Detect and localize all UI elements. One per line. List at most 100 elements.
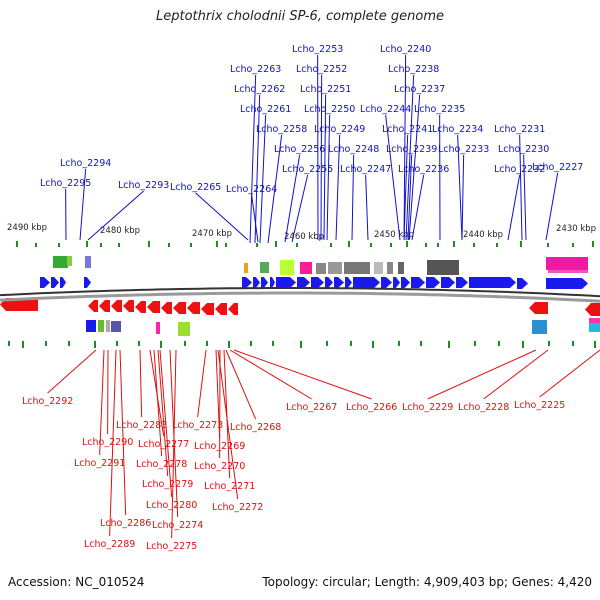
feature-box [387, 262, 393, 274]
scale-tick [168, 243, 170, 247]
scale-tick [45, 341, 47, 346]
reverse-gene-label: Lcho_2289 [84, 539, 135, 550]
forward-leader-line [457, 134, 463, 241]
scale-ticks-bottom [8, 341, 596, 348]
reverse-leader-line [483, 349, 549, 400]
forward-gene-arrow [426, 277, 440, 288]
feature-box [374, 262, 383, 274]
reverse-gene-label: Lcho_2286 [100, 518, 151, 529]
forward-gene-arrow [353, 277, 380, 288]
forward-gene-label: Lcho_2250 [304, 104, 355, 115]
reverse-leader-line [539, 349, 600, 398]
forward-gene-arrow [242, 277, 252, 288]
genome-title: Leptothrix cholodnii SP-6, complete geno… [156, 9, 444, 24]
forward-gene-arrow [334, 277, 344, 288]
forward-leader-line [403, 134, 409, 241]
forward-leader-line [323, 94, 327, 241]
reverse-gene-arrow [187, 302, 200, 314]
forward-gene-arrow [60, 277, 66, 288]
forward-gene-arrow [456, 277, 468, 288]
reverse-gene-label: Lcho_2292 [22, 396, 73, 407]
scale-tick [370, 243, 372, 247]
scale-tick [272, 341, 274, 346]
forward-leader-line [408, 94, 421, 241]
forward-gene-label: Lcho_2248 [328, 144, 379, 155]
forward-gene-arrow [469, 277, 516, 288]
reverse-gene-label: Lcho_2225 [514, 400, 565, 411]
scale-tick [594, 341, 596, 348]
reverse-leader-line [159, 349, 173, 498]
feature-box [98, 320, 104, 332]
reverse-gene-label: Lcho_2269 [194, 441, 245, 452]
scale-tick [206, 341, 208, 346]
forward-leader-line [195, 192, 249, 241]
forward-gene-arrow [261, 277, 268, 288]
feature-box [53, 256, 68, 268]
scale-tick [100, 243, 102, 247]
scale-tick [350, 341, 352, 346]
reverse-gene-label: Lcho_2271 [204, 481, 255, 492]
forward-gene-label: Lcho_2240 [380, 44, 431, 55]
scale-tick [592, 241, 594, 247]
forward-gene-label: Lcho_2247 [340, 164, 391, 175]
backbone-line-inner [0, 291, 600, 303]
scale-label: 2490 kbp [7, 223, 47, 233]
reverse-leader-line [139, 349, 143, 418]
feature-box [300, 262, 312, 274]
feature-box [280, 260, 294, 275]
reverse-gene-arrow [135, 301, 146, 313]
scale-tick [548, 341, 550, 346]
gene-arrows [0, 277, 600, 316]
scale-tick [398, 341, 400, 346]
scale-tick [498, 341, 500, 346]
reverse-leader-lines [47, 349, 600, 539]
reverse-gene-arrow [0, 298, 38, 311]
forward-gene-arrow [297, 277, 310, 288]
reverse-leader-line [47, 349, 97, 394]
reverse-gene-label: Lcho_2266 [346, 402, 397, 413]
scale-tick [256, 243, 258, 247]
feature-box [427, 260, 459, 275]
forward-gene-label: Lcho_2227 [532, 162, 583, 173]
reverse-gene-label: Lcho_2290 [82, 437, 133, 448]
scale-tick [94, 341, 96, 348]
forward-gene-label: Lcho_2264 [226, 184, 277, 195]
forward-gene-label: Lcho_2261 [240, 104, 291, 115]
feature-box [589, 318, 600, 332]
reverse-leader-line [99, 349, 105, 456]
reverse-gene-label: Lcho_2267 [286, 402, 337, 413]
scale-tick [300, 341, 302, 348]
forward-gene-label: Lcho_2233 [438, 144, 489, 155]
forward-gene-label: Lcho_2230 [498, 144, 549, 155]
forward-leader-line [320, 74, 323, 241]
reverse-gene-label: Lcho_2270 [194, 461, 245, 472]
forward-gene-arrow [345, 277, 352, 288]
scale-tick [184, 341, 186, 346]
forward-gene-arrow [411, 277, 425, 288]
reverse-gene-label: Lcho_2273 [172, 420, 223, 431]
feature-box [546, 257, 588, 270]
forward-leader-line [405, 74, 415, 241]
forward-gene-label: Lcho_2255 [282, 164, 333, 175]
scale-tick [437, 243, 439, 247]
reverse-gene-label: Lcho_2280 [146, 500, 197, 511]
reverse-leader-line [427, 349, 537, 400]
scale-tick [16, 241, 18, 247]
scale-tick [8, 341, 10, 346]
scale-tick [275, 241, 277, 247]
forward-gene-label: Lcho_2295 [40, 178, 91, 189]
reverse-gene-arrow [173, 302, 186, 314]
forward-leader-line [385, 114, 401, 241]
forward-gene-arrow [311, 277, 324, 288]
scale-tick [547, 243, 549, 247]
scale-tick [330, 243, 332, 247]
feature-box [548, 270, 588, 273]
forward-gene-label: Lcho_2252 [296, 64, 347, 75]
forward-gene-arrow [40, 277, 50, 288]
forward-leader-line [403, 54, 407, 241]
reverse-gene-arrow [88, 300, 98, 312]
accession-text: Accession: NC_010524 [8, 575, 145, 589]
forward-leader-line [87, 190, 144, 241]
topology-text: Topology: circular; Length: 4,909,403 bp… [262, 575, 592, 589]
